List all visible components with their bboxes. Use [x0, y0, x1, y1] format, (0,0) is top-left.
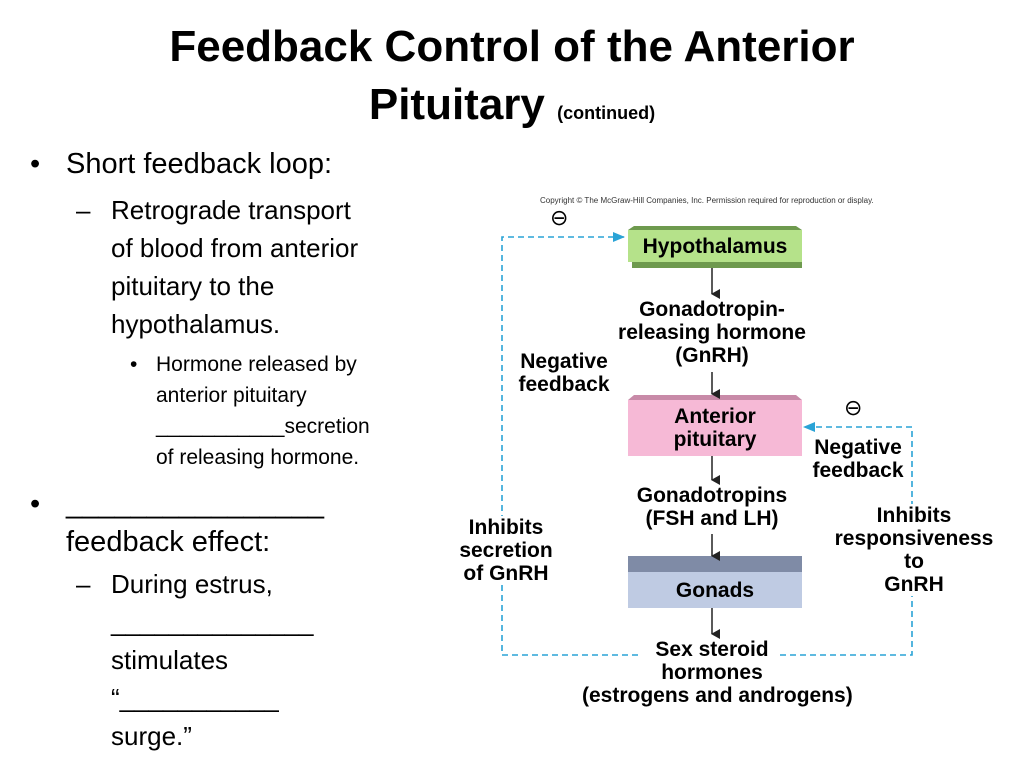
hypothalamus-shadow	[628, 226, 802, 230]
left-feedback-loop	[501, 232, 638, 656]
neg-feedback-line: feedback	[518, 373, 610, 396]
hypothalamus-box: Hypothalamus	[628, 230, 802, 262]
sub-sub-bullet-line: of releasing hormone.	[156, 446, 360, 469]
inhibits-line: of GnRH	[463, 562, 549, 585]
title-continued: (continued)	[557, 103, 656, 123]
inhibits-line: responsiveness	[834, 527, 994, 550]
steroids-line: (estrogens and androgens)	[582, 684, 853, 707]
inhibits-line: Inhibits	[876, 504, 952, 527]
sub-bullet-line: Retrograde transport	[111, 195, 351, 225]
gonadotropins-line: Gonadotropins	[636, 484, 788, 507]
inhibits-line: GnRH	[884, 573, 944, 596]
dash-marker: –	[76, 569, 91, 599]
minus-symbol-top: ⊖	[550, 205, 569, 230]
copyright-notice: Copyright © The McGraw-Hill Companies, I…	[540, 196, 874, 205]
gnrh-line: (GnRH)	[675, 344, 749, 367]
sub-bullet-line: “___________	[111, 683, 279, 713]
inhibits-line: Inhibits	[468, 516, 544, 539]
title-line-2: Pituitary (continued)	[0, 76, 1024, 142]
dash-marker: –	[76, 195, 91, 225]
sub-bullet-line: surge.”	[111, 721, 192, 751]
slide-title: Feedback Control of the Anterior Pituita…	[0, 18, 1024, 142]
sub-sub-bullet-line: Hormone released by	[156, 353, 357, 376]
pituitary-line: pituitary	[673, 428, 757, 451]
negative-feedback-right: Negative feedback	[806, 436, 910, 482]
gnrh-label: Gonadotropin- releasing hormone (GnRH)	[612, 298, 812, 367]
neg-feedback-line: feedback	[812, 459, 904, 482]
gnrh-line: releasing hormone	[618, 321, 806, 344]
title-line-1: Feedback Control of the Anterior	[169, 22, 855, 71]
bullet-marker: •	[30, 488, 41, 520]
inhibits-responsiveness-label: Inhibits responsiveness to GnRH	[824, 504, 1004, 596]
sub-bullet-line: During estrus,	[111, 569, 273, 599]
feedback-diagram: Copyright © The McGraw-Hill Companies, I…	[440, 190, 1020, 730]
sub-sub-bullet-line: ___________secretion	[156, 415, 370, 438]
steroids-line: hormones	[661, 661, 763, 684]
pituitary-line: Anterior	[674, 405, 756, 428]
sub-bullet-retrograde: – Retrograde transport of blood from ant…	[26, 191, 426, 343]
gonads-box: Gonads	[628, 572, 802, 608]
hypothalamus-shadow-bottom	[632, 262, 802, 268]
inhibits-line: to	[904, 550, 924, 573]
inhibits-gnrh-label: Inhibits secretion of GnRH	[450, 516, 562, 585]
sex-steroids-label: Sex steroid hormones (estrogens and andr…	[582, 638, 853, 707]
sub-bullet-line: ______________	[111, 607, 314, 637]
bullet-feedback-effect: • ________________ feedback effect:	[26, 485, 426, 561]
bullet-marker: •	[30, 148, 41, 180]
gnrh-line: Gonadotropin-	[639, 298, 785, 321]
anterior-pituitary-box: Anterior pituitary	[628, 400, 802, 456]
negative-feedback-left: Negative feedback	[512, 350, 616, 396]
diagram-lines	[501, 226, 913, 656]
bullet-marker: •	[130, 353, 138, 376]
bullet-blank-line: ________________	[66, 488, 325, 520]
bullet-text: Short feedback loop:	[66, 148, 333, 180]
sub-bullet-line: of blood from anterior	[111, 233, 359, 263]
neg-feedback-line: Negative	[520, 350, 608, 373]
sub-bullet-line: pituitary to the	[111, 271, 275, 301]
sub-bullet-estrus: – During estrus, ______________ stimulat…	[26, 565, 426, 755]
gonadotropins-line: (FSH and LH)	[645, 507, 779, 530]
minus-symbol-right: ⊖	[844, 395, 863, 420]
title-pituitary: Pituitary	[368, 80, 545, 129]
gonadotropins-label: Gonadotropins (FSH and LH)	[612, 484, 812, 530]
sub-sub-bullet-line: anterior pituitary	[156, 384, 307, 407]
neg-feedback-line: Negative	[814, 436, 902, 459]
gonads-shadow	[628, 556, 802, 572]
inhibits-line: secretion	[459, 539, 553, 562]
steroids-line: Sex steroid	[655, 638, 769, 661]
bullet-list: • Short feedback loop: – Retrograde tran…	[26, 145, 426, 755]
sub-sub-bullet-hormone: • Hormone released by anterior pituitary…	[26, 349, 426, 473]
bullet-text: feedback effect:	[66, 526, 271, 558]
sub-bullet-line: stimulates	[111, 645, 229, 675]
bullet-short-feedback: • Short feedback loop:	[26, 145, 426, 183]
sub-bullet-line: hypothalamus.	[111, 309, 281, 339]
